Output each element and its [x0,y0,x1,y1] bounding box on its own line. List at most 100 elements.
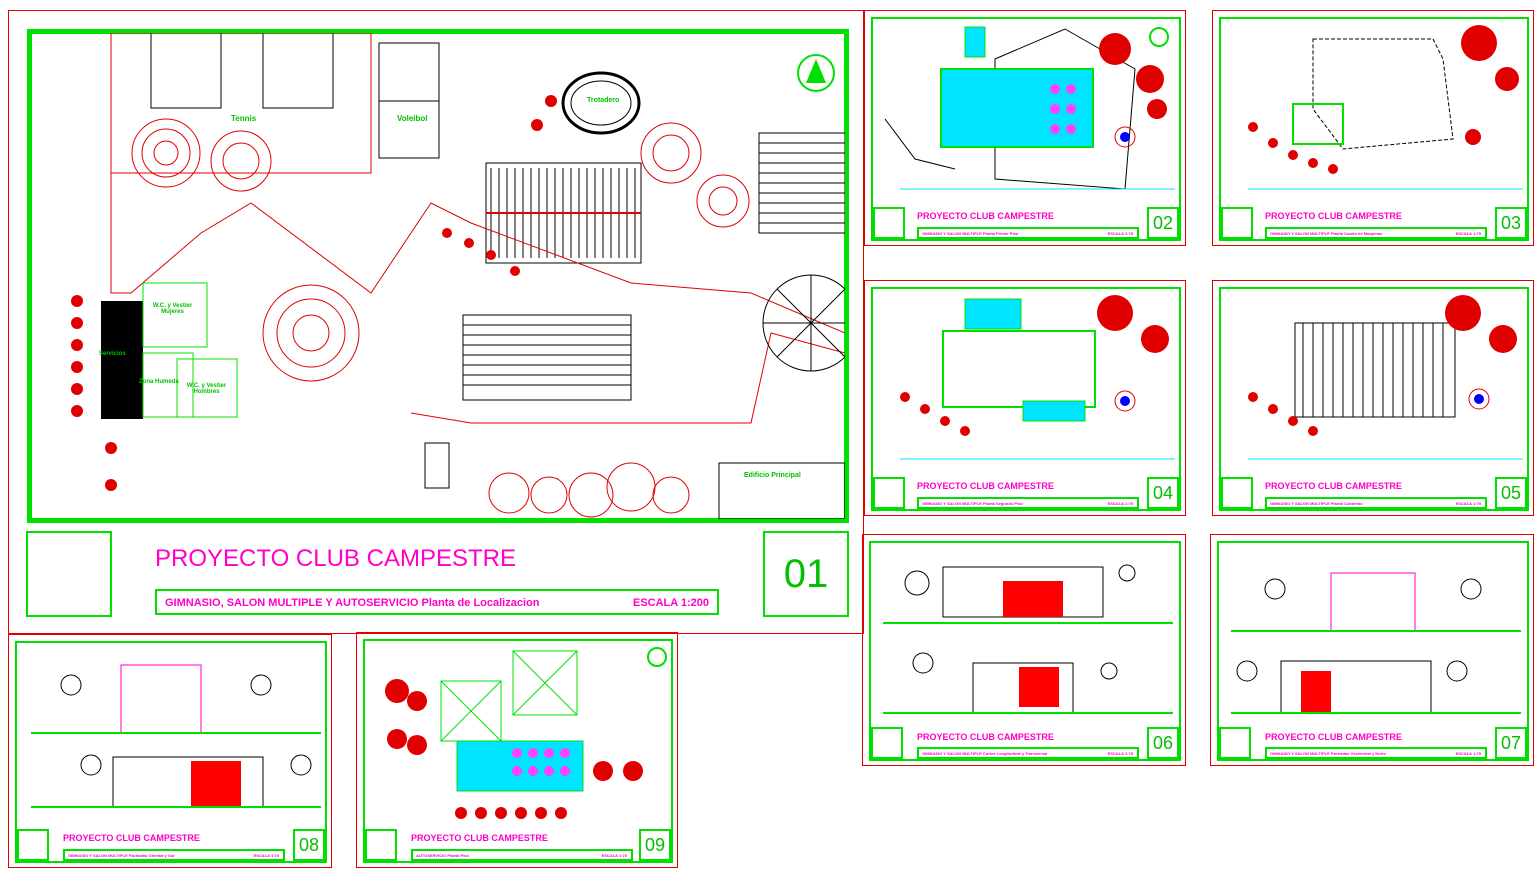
sheet-09-subtitle: AUTOSERVICIO Planta Piso [416,853,469,858]
sheet-07-number: 07 [1495,727,1527,759]
sheet-02-scale: ESCALA 1:75 [1107,231,1133,236]
sheet-05-logo-box [1221,477,1253,509]
sheet-01-subtitle-box: GIMNASIO, SALON MULTIPLE Y AUTOSERVICIO … [155,589,719,615]
sheet-04-number: 04 [1147,477,1179,509]
autoservicio-roof [462,314,632,401]
sheet-05-title: PROYECTO CLUB CAMPESTRE [1265,481,1402,491]
sheet-01-logo-box [26,531,112,617]
sheet-03-logo-box [1221,207,1253,239]
sheet-02[interactable]: PROYECTO CLUB CAMPESTRE GIMNASIO Y SALON… [864,10,1186,246]
sheet-04-logo-box [873,477,905,509]
sheet-07-scale: ESCALA 1:75 [1455,751,1481,756]
label-tennis: Tennis [231,114,257,123]
sheet-07[interactable]: PROYECTO CLUB CAMPESTRE GIMNASIO Y SALON… [1210,534,1534,766]
sheet-05-drawing [1248,295,1523,460]
label-volleyball: Voleibol [397,114,428,123]
sheet-04-subtitle: GIMNASIO Y SALON MULTIPLE Planta Segundo… [922,501,1023,506]
sheet-09-logo-box [365,829,397,861]
sheet-06-title: PROYECTO CLUB CAMPESTRE [917,732,1054,742]
sheet-02-subtitle-box: GIMNASIO Y SALON MULTIPLE Planta Primer … [917,227,1139,239]
sheet-07-logo-box [1219,727,1251,759]
tennis-court [262,33,334,109]
tennis-area-outline [110,33,372,174]
sheet-06-frame [869,541,1181,761]
sheet-07-subtitle-box: GIMNASIO Y SALON MULTIPLE Fachadas Occid… [1265,747,1487,759]
sheet-03[interactable]: PROYECTO CLUB CAMPESTRE GIMNASIO Y SALON… [1212,10,1534,246]
sheet-02-logo-box [873,207,905,239]
sheet-04-scale: ESCALA 1:75 [1107,501,1133,506]
sheet-08-title: PROYECTO CLUB CAMPESTRE [63,833,200,843]
sheet-06-number: 06 [1147,727,1179,759]
sheet-07-frame [1217,541,1529,761]
sheet-07-title: PROYECTO CLUB CAMPESTRE [1265,732,1402,742]
sheet-01-number: 01 [763,531,849,617]
north-arrow-icon [1149,27,1169,47]
trotting-track [561,71,641,135]
label-wc-women: W.C. y Vestier Mujeres [152,303,193,315]
sheet-05-number: 05 [1495,477,1527,509]
sheet-03-drawing [1248,25,1523,190]
walkway [110,173,845,334]
sheet-01-scale: ESCALA 1:200 [632,597,709,609]
sheet-08[interactable]: PROYECTO CLUB CAMPESTRE GIMNASIO Y SALON… [8,634,332,868]
sheet-05-scale: ESCALA 1:75 [1455,501,1481,506]
sheet-09-number: 09 [639,829,671,861]
sheet-08-logo-box [17,829,49,861]
sheet-03-frame [1219,17,1529,241]
sheet-08-subtitle: GIMNASIO Y SALON MULTIPLE Fachadas Orien… [68,853,175,858]
sheet-09-frame [363,639,673,863]
label-wet-zone: Zona Humeda [139,379,179,385]
sheet-04-subtitle-box: GIMNASIO Y SALON MULTIPLE Planta Segundo… [917,497,1139,509]
sheet-08-frame [15,641,327,863]
sheet-09-title: PROYECTO CLUB CAMPESTRE [411,833,548,843]
north-arrow-icon [647,647,667,667]
sheet-03-number: 03 [1495,207,1527,239]
sheet-09-drawing [385,647,667,819]
sheet-05-frame [1219,287,1529,511]
sheet-01-title: PROYECTO CLUB CAMPESTRE [155,545,516,572]
label-trotting: Trotadero [587,97,620,104]
services-block [101,301,143,419]
sheet-09[interactable]: PROYECTO CLUB CAMPESTRE AUTOSERVICIO Pla… [356,632,678,868]
sheet-07-subtitle: GIMNASIO Y SALON MULTIPLE Fachadas Occid… [1270,751,1386,756]
sheet-09-subtitle-box: AUTOSERVICIO Planta Piso ESCALA 1:75 [411,849,633,861]
sheet-06-scale: ESCALA 1:75 [1107,751,1133,756]
sheet-05-subtitle-box: GIMNASIO Y SALON MULTIPLE Planta Cubiert… [1265,497,1487,509]
sheet-04-title: PROYECTO CLUB CAMPESTRE [917,481,1054,491]
sheet-03-subtitle: GIMNASIO Y SALON MULTIPLE Planta Cuarto … [1270,231,1383,236]
north-arrow-icon [797,54,835,92]
sheet-03-subtitle-box: GIMNASIO Y SALON MULTIPLE Planta Cuarto … [1265,227,1487,239]
sheet-04[interactable]: PROYECTO CLUB CAMPESTRE GIMNASIO Y SALON… [864,280,1186,516]
sheet-06-logo-box [871,727,903,759]
label-services: Servicios [99,351,126,357]
sheet-05[interactable]: PROYECTO CLUB CAMPESTRE GIMNASIO Y SALON… [1212,280,1534,516]
sheet-01[interactable]: Tennis Voleibol Trotadero W.C. y Vestier… [8,10,864,634]
sheet-07-drawing [1231,572,1521,714]
sheet-08-drawing [31,664,321,808]
sheet-03-title: PROYECTO CLUB CAMPESTRE [1265,211,1402,221]
sheet-06-subtitle-box: GIMNASIO Y SALON MULTIPLE Cortes Longitu… [917,747,1139,759]
sheet-02-subtitle: GIMNASIO Y SALON MULTIPLE Planta Primer … [922,231,1019,236]
sheet-04-drawing [900,295,1175,460]
site-plan-drawing [71,33,845,519]
sheet-06-drawing [883,564,1173,714]
sheet-01-subtitle: GIMNASIO, SALON MULTIPLE Y AUTOSERVICIO … [165,597,540,609]
sheet-06-subtitle: GIMNASIO Y SALON MULTIPLE Cortes Longitu… [922,751,1048,756]
sheet-01-drawing-frame [27,29,849,523]
sheet-09-scale: ESCALA 1:75 [601,853,627,858]
label-main-building: Edificio Principal [744,472,801,479]
sheet-08-subtitle-box: GIMNASIO Y SALON MULTIPLE Fachadas Orien… [63,849,285,861]
tree-cluster [131,118,750,382]
sheet-02-number: 02 [1147,207,1179,239]
sheet-02-title: PROYECTO CLUB CAMPESTRE [917,211,1054,221]
sheet-02-drawing [884,26,1175,190]
sheet-04-frame [871,287,1181,511]
sheet-05-subtitle: GIMNASIO Y SALON MULTIPLE Planta Cubiert… [1270,501,1363,506]
sheet-08-number: 08 [293,829,325,861]
sheet-03-scale: ESCALA 1:75 [1455,231,1481,236]
sheet-06[interactable]: PROYECTO CLUB CAMPESTRE GIMNASIO Y SALON… [862,534,1186,766]
label-wc-men: W.C. y Vestier Hombres [186,383,227,395]
sheet-08-scale: ESCALA 1:75 [253,853,279,858]
sheet-02-frame [871,17,1181,241]
tennis-court [150,33,222,109]
